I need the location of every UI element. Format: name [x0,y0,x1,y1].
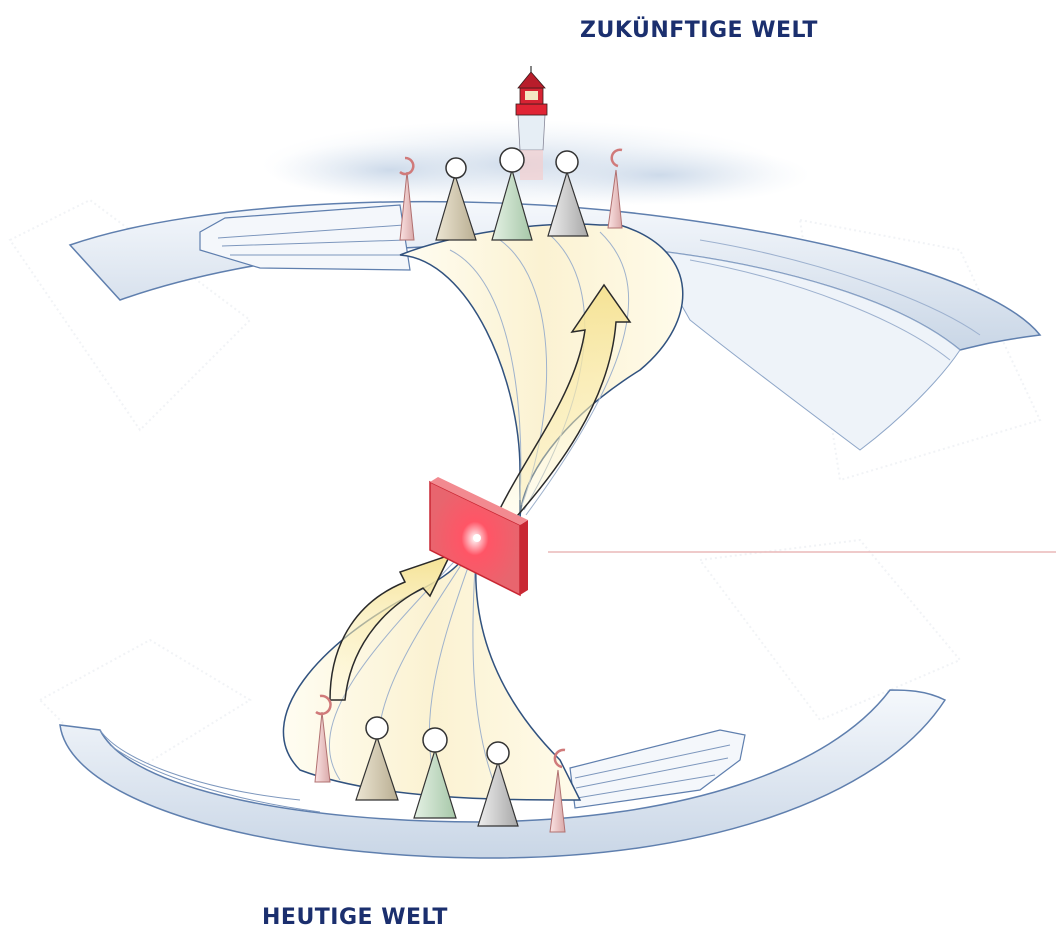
pawn-figure-icon [477,741,519,827]
pawn-figure-icon [435,157,477,241]
pawn-figure-icon [413,727,457,819]
future-figures [399,147,623,241]
red-gate-icon [429,477,528,597]
pawn-figure-icon [314,694,332,783]
pawn-figure-icon [491,147,533,241]
cloud-layer [260,120,810,210]
pawn-figure-icon [547,150,589,237]
background-ghost-shapes [8,198,1042,782]
today-world-label: HEUTIGE WELT [262,905,448,930]
upper-arrow [489,283,632,536]
today-figures [314,694,566,833]
lower-arrow [329,553,452,701]
pawn-figure-icon [607,148,623,229]
pawn-figure-icon [549,748,566,833]
pawn-figure-icon [399,156,415,241]
future-world-label: ZUKÜNFTIGE WELT [580,18,818,43]
lighthouse-icon [515,66,548,180]
future-band [68,200,1042,451]
today-band [59,689,947,859]
pawn-figure-icon [355,716,399,801]
